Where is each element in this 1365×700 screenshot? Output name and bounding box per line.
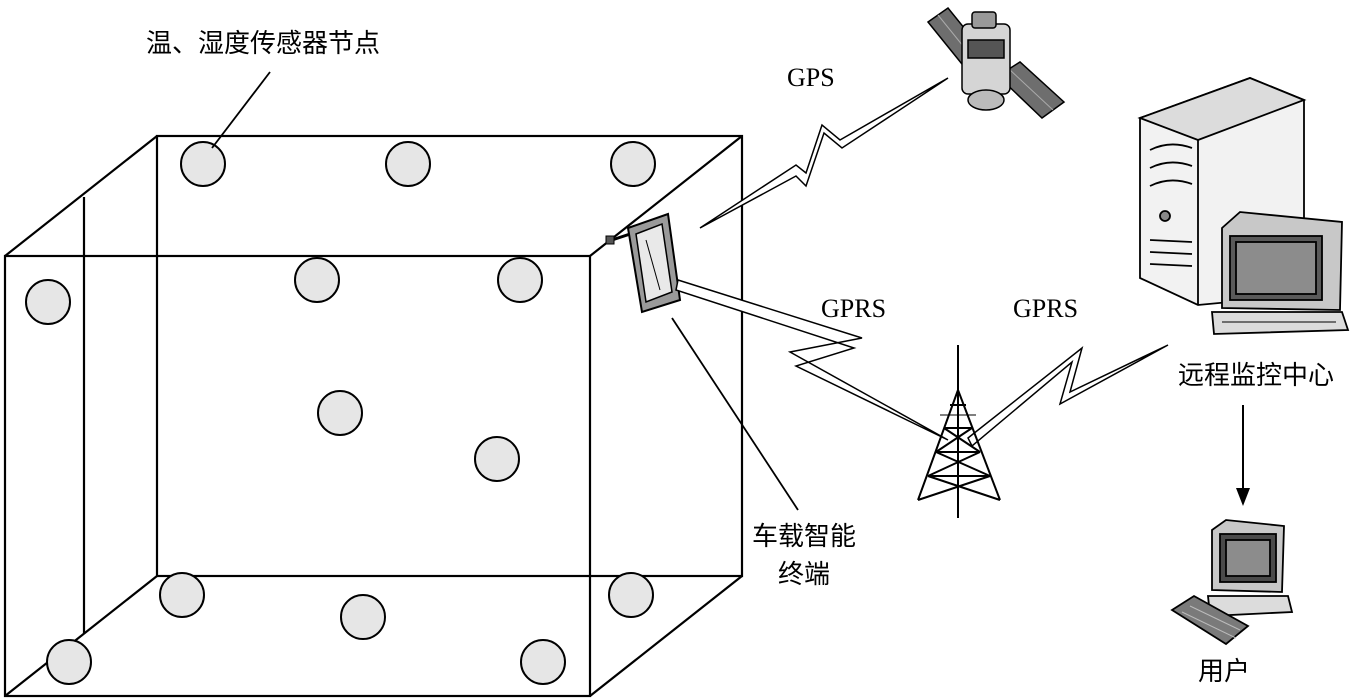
sensor-node	[46, 639, 92, 685]
sensor-node	[180, 141, 226, 187]
cell-tower-icon	[917, 345, 1001, 518]
sensor-node	[294, 257, 340, 303]
sensor-node	[340, 594, 386, 640]
gps-label: GPS	[787, 63, 835, 92]
server-computer-icon	[1137, 77, 1350, 335]
sensor-nodes	[25, 141, 656, 685]
sensor-node	[159, 572, 205, 618]
terminal-label-line2: 终端	[778, 560, 830, 590]
terminal-label-line1: 车载智能	[752, 522, 856, 552]
gprs-label-right: GPRS	[1013, 294, 1078, 323]
sensor-label-leader	[211, 71, 271, 149]
down-arrow-icon	[1236, 405, 1250, 506]
sensor-node	[608, 572, 654, 618]
user-computer-icon	[1170, 519, 1294, 646]
gprs-label-left: GPRS	[821, 294, 886, 323]
sensor-node	[317, 390, 363, 436]
satellite-icon	[926, 6, 1066, 119]
vehicle-terminal-icon	[605, 212, 682, 314]
gps-link	[699, 77, 949, 229]
sensor-node	[610, 141, 656, 187]
sensor-node	[385, 141, 431, 187]
sensor-node-label: 温、湿度传感器节点	[146, 29, 380, 59]
gprs-link-right	[967, 344, 1169, 448]
gprs-link-left	[675, 279, 949, 441]
sensor-node	[25, 279, 71, 325]
remote-center-label: 远程监控中心	[1178, 361, 1334, 391]
sensor-node	[474, 436, 520, 482]
container-box	[3, 134, 744, 698]
sensor-node	[497, 257, 543, 303]
wireless-links	[675, 77, 1169, 448]
sensor-node	[520, 639, 566, 685]
user-label: 用户	[1198, 657, 1250, 687]
terminal-label-leader	[671, 317, 799, 511]
